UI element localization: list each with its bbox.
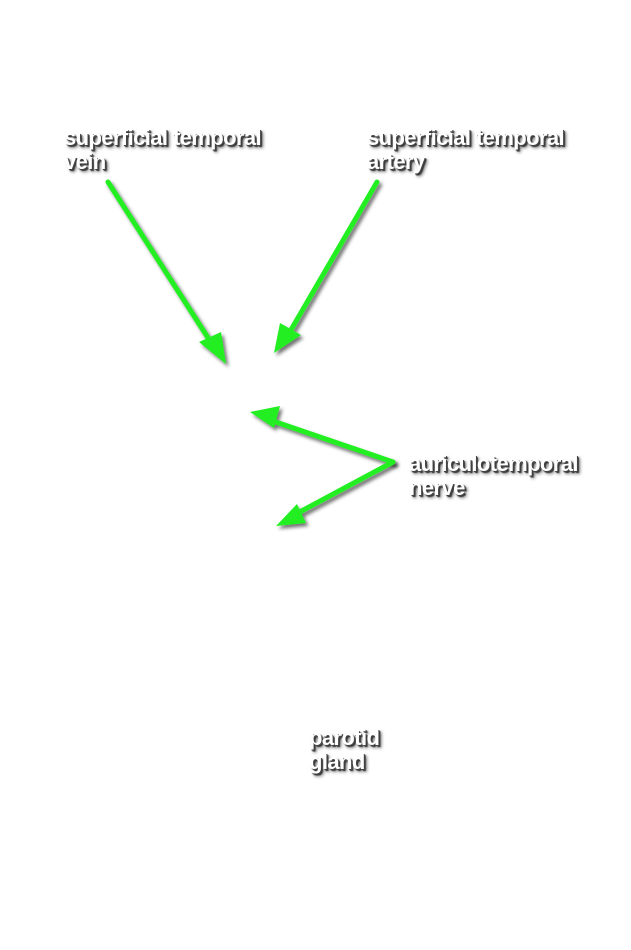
- label-auriculotemporal-nerve: auriculotemporal nerve: [409, 452, 578, 500]
- label-line: nerve: [409, 475, 465, 500]
- label-line: parotid: [309, 725, 380, 750]
- label-parotid-gland: parotid gland: [309, 725, 380, 774]
- nerve-arrow-lower: [276, 459, 396, 526]
- label-line: auriculotemporal: [409, 451, 578, 476]
- label-line: superficial temporal: [367, 125, 565, 150]
- label-line: gland: [309, 749, 365, 774]
- vein-arrow: [105, 179, 226, 364]
- label-superficial-temporal-vein: superficial temporal vein: [64, 125, 262, 174]
- label-superficial-temporal-artery: superficial temporal artery: [367, 125, 565, 174]
- artery-arrow: [274, 179, 380, 353]
- nerve-arrow-upper: [250, 406, 396, 465]
- label-line: vein: [64, 149, 106, 174]
- label-line: artery: [367, 149, 425, 174]
- label-line: superficial temporal: [64, 125, 262, 150]
